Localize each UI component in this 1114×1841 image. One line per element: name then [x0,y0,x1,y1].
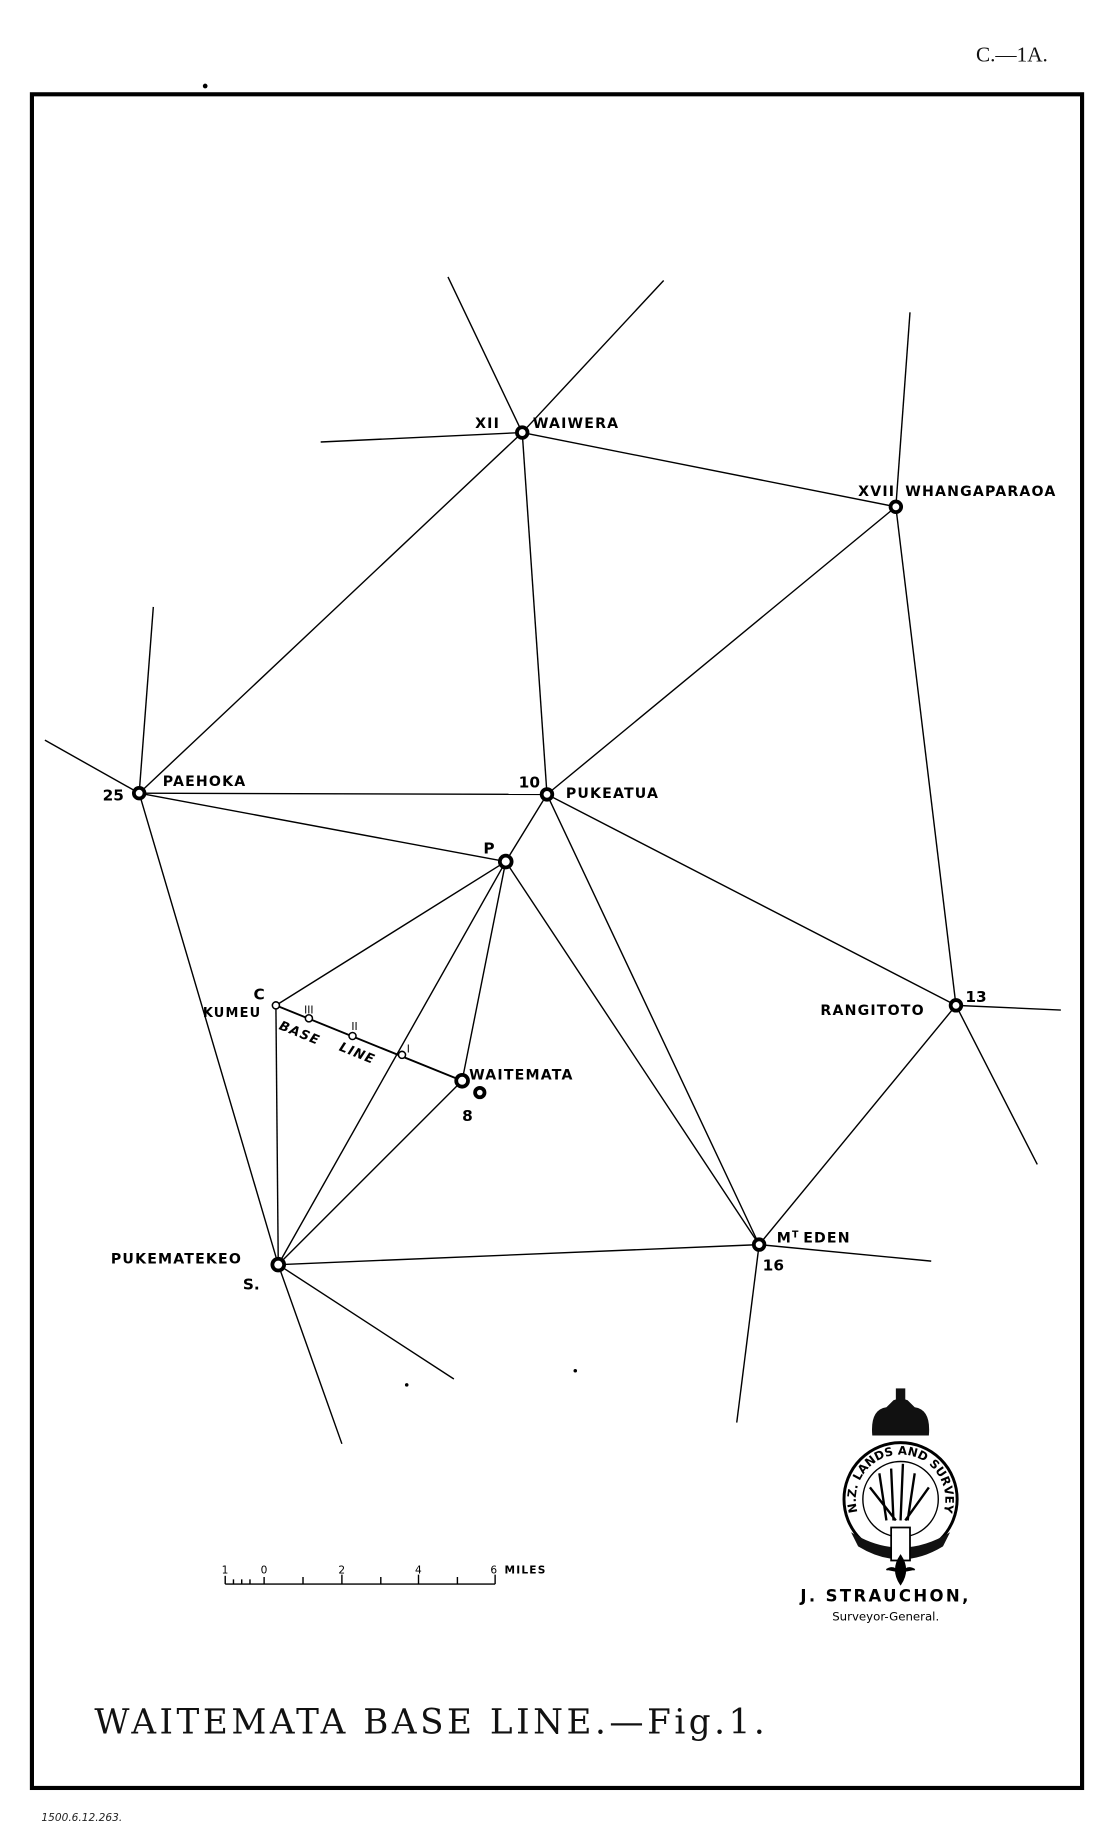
label-base-mark-ii: II [351,1021,357,1033]
label-base: BASE [277,1019,322,1049]
label-pukematekeo: PUKEMATEKEO [111,1251,242,1267]
label-pukeatua-number: 10 [519,773,540,791]
label-base-mark-i: I [407,1044,410,1056]
station-8-marker [473,1085,487,1100]
label-whangaparaoa: WHANGAPARAOA [905,484,1056,500]
map-title: WAITEMATA BASE LINE.—Fig.1. [94,1703,768,1743]
station-kumeu-marker [271,1001,281,1010]
station-waiwera-marker [515,425,530,440]
station-pukematekeo-marker [270,1256,287,1273]
lands-and-survey-seal: N.Z. LANDS AND SURVEY [842,1388,959,1586]
print-code: 1500.6.12.263. [41,1812,122,1824]
scale-tick-label: 1 [222,1564,229,1576]
label-rangitoto-number: 13 [965,988,986,1006]
signature-title: Surveyor-General. [832,1610,939,1624]
ink-speck [573,1368,578,1373]
station-p-marker [497,853,514,870]
label-whangaparaoa-number: XVII [858,484,895,500]
station-waitemata-marker [454,1073,470,1089]
ink-speck [202,83,208,89]
map-border [29,92,1085,1791]
scale-unit: MILES [505,1564,547,1576]
ink-speck [404,1383,409,1387]
sheet-reference: C.—1A. [976,42,1048,66]
label-paehoka-number: 25 [103,786,124,804]
label-waiwera-number: XII [475,416,500,432]
fleur-de-lis-icon [885,1554,916,1586]
base-mark-ii [348,1031,357,1041]
label-kumeu-number: C [254,985,265,1003]
base-mark-i [397,1050,407,1060]
crown-icon [871,1397,930,1436]
label-pukematekeo-number: S. [243,1275,260,1293]
scale-tick-label: 4 [415,1564,422,1576]
scale-tick-label: 2 [338,1564,345,1576]
station-whangaparaoa-marker [888,499,904,514]
label-pukeatua: PUKEATUA [566,786,659,802]
scale-bar: 1 0 2 4 6 MILES [222,1564,547,1585]
station-pukeatua-marker [539,787,555,802]
scale-tick-label: 0 [261,1564,268,1576]
station-paehoka-marker [131,786,147,801]
station-mt-eden-marker [751,1237,767,1252]
label-waitemata: WAITEMATA [469,1068,573,1084]
label-mt-eden-number: 16 [763,1257,784,1275]
label-base-mark-iii: III [304,1005,313,1017]
scale-tick-label: 6 [490,1564,497,1576]
label-waiwera: WAIWERA [533,416,619,432]
station-markers [131,425,964,1273]
signature-name: J. STRAUCHON, [799,1587,970,1606]
label-waitemata-number: 8 [462,1107,473,1125]
label-p: P [483,839,494,857]
station-labels: XII WAIWERA XVII WHANGAPARAOA 25 PAEHOKA… [103,416,1056,1294]
label-kumeu: KUMEU [203,1006,261,1021]
label-paehoka: PAEHOKA [163,774,247,790]
label-rangitoto: RANGITOTO [820,1003,924,1019]
triangulation-lines [44,276,1061,1445]
base-mark-iii [304,1014,314,1023]
station-rangitoto-marker [948,998,964,1013]
